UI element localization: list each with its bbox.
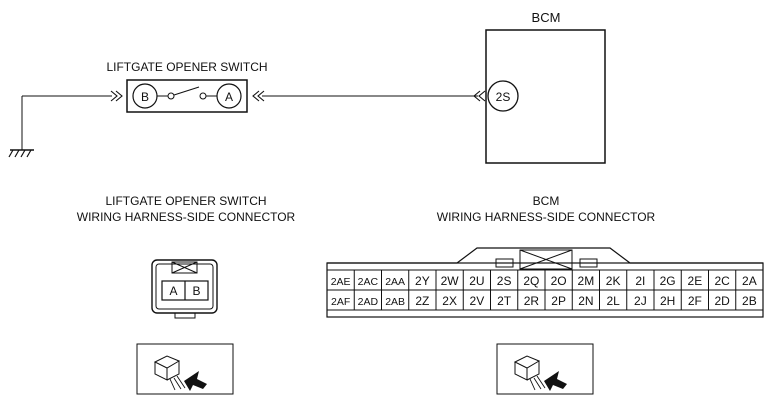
bcm-connector-pin-label: 2F: [688, 294, 702, 308]
bcm-connector-pin-label: 2Y: [415, 274, 430, 288]
bcm-connector-pin-label: 2C: [714, 274, 730, 288]
switch-connector-pin-b: B: [192, 284, 200, 298]
bcm-connector-pin-label: 2Q: [523, 274, 539, 288]
ground-symbol-icon: [8, 149, 34, 158]
bcm-connector-pin-label: 2K: [606, 274, 621, 288]
bcm-connector-pin-label: 2J: [634, 294, 647, 308]
connector-chevron-bcm-icon: [473, 90, 486, 102]
bcm-connector-pin-label: 2U: [469, 274, 484, 288]
bcm-connector-pin-label: 2D: [714, 294, 730, 308]
bcm-connector-pin-label: 2AF: [331, 296, 350, 308]
bcm-connector-pin-label: 2X: [442, 294, 457, 308]
bcm-pin-circle: [487, 80, 519, 112]
switch-contact-icon: [157, 86, 217, 100]
bcm-module-box: [485, 29, 606, 164]
bcm-connector-pin-label: 2AB: [385, 296, 405, 308]
bcm-connector-pin-label: 2AC: [358, 276, 379, 288]
bcm-connector-pin-label: 2S: [497, 274, 512, 288]
connector-chevron-right-icon: [252, 90, 265, 102]
switch-connector-title-line1: LIFTGATE OPENER SWITCH: [105, 194, 266, 208]
bcm-connector-pin-label: 2R: [524, 294, 540, 308]
bcm-connector-pin-label: 2O: [551, 274, 567, 288]
bcm-connector-pin-label: 2A: [742, 274, 757, 288]
bcm-connector-pin-label: 2AD: [358, 296, 379, 308]
bcm-connector-pin-label: 2N: [578, 294, 593, 308]
connector-chevron-left-icon: [110, 90, 123, 102]
bcm-connector-pin-label: 2P: [551, 294, 566, 308]
bcm-connector-pin-label: 2H: [660, 294, 675, 308]
bcm-connector-title-line1: BCM: [533, 194, 560, 208]
switch-pin-a-label: A: [225, 90, 233, 104]
connector-view-direction-icon: [496, 343, 594, 395]
bcm-connector-pin-label: 2V: [470, 294, 485, 308]
switch-title: LIFTGATE OPENER SWITCH: [106, 60, 267, 74]
switch-harness-connector: [151, 259, 218, 319]
bcm-connector-pin-label: 2T: [497, 294, 512, 308]
switch-pin-b-label: B: [141, 90, 149, 104]
bcm-connector-pin-label: 2B: [742, 294, 757, 308]
bcm-title: BCM: [532, 10, 561, 25]
bcm-connector-pin-label: 2E: [688, 274, 703, 288]
bcm-connector-pin-label: 2I: [635, 274, 645, 288]
switch-body-box: [126, 79, 248, 113]
bcm-pin-label: 2S: [496, 90, 511, 104]
connector-view-direction-icon: [136, 343, 234, 395]
bcm-connector-title-line2: WIRING HARNESS-SIDE CONNECTOR: [437, 210, 656, 224]
bcm-connector-pin-label: 2AA: [385, 276, 405, 288]
bcm-connector-pin-label: 2L: [606, 294, 620, 308]
bcm-connector-pin-label: 2AE: [331, 276, 351, 288]
bcm-connector-pin-label: 2W: [441, 274, 460, 288]
bcm-connector-pin-label: 2Z: [415, 294, 429, 308]
switch-connector-pin-a: A: [169, 284, 177, 298]
bcm-connector-pin-grid: 2AE 2AC 2AA 2Y 2W 2U 2S 2Q 2O 2M 2K 2I 2G 2E 2C 2A 2AF 2A…: [327, 269, 763, 310]
switch-connector-title-line2: WIRING HARNESS-SIDE CONNECTOR: [77, 210, 296, 224]
bcm-connector-pin-label: 2G: [660, 274, 676, 288]
bcm-connector-pin-label: 2M: [578, 274, 595, 288]
